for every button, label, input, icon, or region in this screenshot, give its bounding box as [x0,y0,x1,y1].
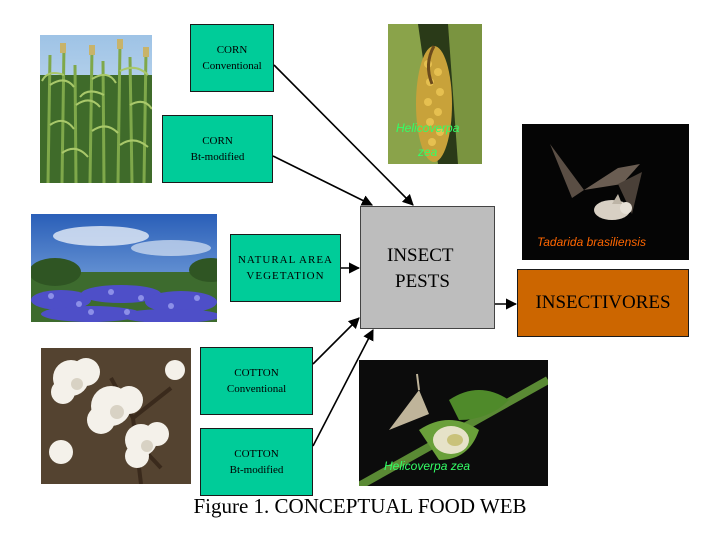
corn-conventional-box: CORN Conventional [190,24,274,92]
insect-pests-title: INSECT [387,245,454,266]
natural-area-title: NATURAL AREA [237,254,333,266]
insectivores-box: INSECTIVORES [517,269,689,337]
cotton-bt-title: COTTON [234,448,279,460]
species-label-bat: Tadarida brasiliensis [537,235,646,249]
cotton-bt-subtitle: Bt-modified [229,464,284,476]
corn-conventional-subtitle: Conventional [202,60,262,72]
corn-field-photo [40,35,152,183]
cotton-bt-box: COTTON Bt-modified [200,428,313,496]
insectivores-label: INSECTIVORES [535,292,671,313]
corn-earworm-photo [388,24,482,164]
bat-photo [522,124,689,260]
cotton-conventional-title: COTTON [234,367,279,379]
cotton-conventional-box: COTTON Conventional [200,347,313,415]
natural-area-box: NATURAL AREA VEGETATION [230,234,341,302]
species-label-earworm-top-species: zea [418,145,438,159]
species-label-earworm-bottom: Helicoverpa zea [384,459,471,473]
cotton-conventional-subtitle: Conventional [226,383,287,395]
corn-bt-title: CORN [202,135,233,147]
corn-bt-box: CORN Bt-modified [162,115,273,183]
arrow-corn-bt-to-pests [272,155,374,206]
cotton-plant-photo [41,348,191,484]
moth-on-cotton-photo [359,360,548,486]
arrow-cotton-conventional-to-pests [312,317,360,365]
corn-conventional-title: CORN [216,44,248,56]
bluebonnet-field-photo [31,214,217,322]
insect-pests-subtitle: PESTS [395,271,450,292]
insect-pests-box: INSECT PESTS [360,206,495,329]
natural-area-subtitle: VEGETATION [246,270,325,282]
figure-caption: Figure 1. CONCEPTUAL FOOD WEB [193,494,527,518]
species-label-earworm-top-genus: Helicoverpa [396,121,460,135]
corn-bt-subtitle: Bt-modified [190,151,245,163]
